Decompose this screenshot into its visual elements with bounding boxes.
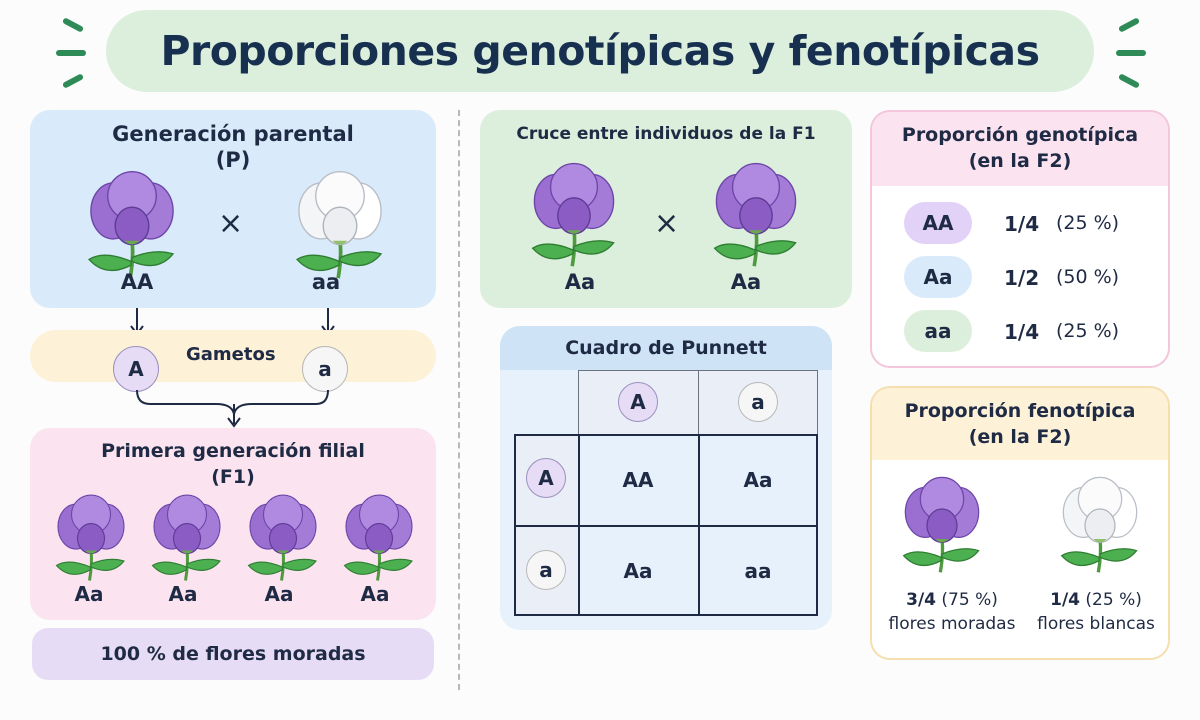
f1-cross-title: Cruce entre individuos de la F1 xyxy=(516,124,816,144)
f1-cross-right-genotype: Aa xyxy=(730,270,762,294)
punnett-row-header-A: A xyxy=(526,458,566,498)
phenotypic-title: Proporción fenotípica xyxy=(904,400,1136,422)
gametes-bracket xyxy=(136,390,329,428)
phenotypic-subtitle: (en la F2) xyxy=(968,426,1072,448)
gamete-circle-A: A xyxy=(113,346,159,392)
punnett-title: Cuadro de Punnett xyxy=(565,337,767,359)
genotype-pill-Aa: Aa xyxy=(904,256,972,298)
f1-genotype: Aa xyxy=(74,582,104,606)
purple-flower-icon xyxy=(340,492,418,582)
f1-cross-panel: Cruce entre individuos de la F1 × Aa Aa xyxy=(480,110,852,308)
f1-panel: Primera generación filial (F1) Aa Aa Aa … xyxy=(30,428,436,620)
f1-genotype: Aa xyxy=(168,582,198,606)
parental-title: Generación parental xyxy=(112,122,354,146)
white-flower-icon xyxy=(1058,474,1142,574)
punnett-header xyxy=(500,326,832,370)
purple-flower-icon xyxy=(52,492,130,582)
purple-flower-icon xyxy=(708,160,804,268)
f1-genotype: Aa xyxy=(264,582,294,606)
f1-summary: 100 % de flores moradas xyxy=(100,643,366,665)
purple-flower-icon xyxy=(82,168,182,280)
cross-symbol: × xyxy=(654,206,680,241)
punnett-grid-line xyxy=(514,525,818,527)
purple-flower-icon xyxy=(526,160,622,268)
genotype-fraction: 1/4 xyxy=(1004,320,1040,344)
title-banner: Proporciones genotípicas y fenotípicas xyxy=(106,10,1094,92)
white-fraction: 1/4 xyxy=(1050,590,1080,610)
punnett-cell: Aa xyxy=(743,467,773,492)
white-percent: (25 %) xyxy=(1085,590,1142,610)
genotype-fraction: 1/2 xyxy=(1004,266,1040,290)
sparkle-left-icon xyxy=(52,17,102,89)
white-flower-icon xyxy=(290,168,390,280)
f1-summary-panel: 100 % de flores moradas xyxy=(32,628,434,680)
genotype-pill-AA: AA xyxy=(904,202,972,244)
genotype-percent: (25 %) xyxy=(1056,212,1120,234)
parental-panel: Generación parental (P) × AA aa xyxy=(30,110,436,308)
purple-flower-icon xyxy=(244,492,322,582)
f1-title: Primera generación filial xyxy=(101,440,365,462)
white-ratio: 1/4 (25 %) xyxy=(1030,590,1162,610)
purple-flower-icon xyxy=(148,492,226,582)
page-title: Proporciones genotípicas y fenotípicas xyxy=(160,27,1040,75)
column-divider xyxy=(458,110,460,690)
purple-label: flores moradas xyxy=(888,614,1016,634)
purple-ratio: 3/4 (75 %) xyxy=(886,590,1018,610)
purple-fraction: 3/4 xyxy=(906,590,936,610)
punnett-cell: aa xyxy=(744,558,772,583)
genotypic-title: Proporción genotípica xyxy=(901,124,1139,146)
punnett-row-header-a: a xyxy=(526,550,566,590)
punnett-cell: AA xyxy=(622,467,654,492)
genotypic-subtitle: (en la F2) xyxy=(968,150,1072,172)
parental-subtitle: (P) xyxy=(215,148,251,172)
punnett-cell: Aa xyxy=(623,558,653,583)
parental-right-genotype: aa xyxy=(311,270,341,294)
punnett-col-header-a: a xyxy=(738,382,778,422)
f1-genotype: Aa xyxy=(360,582,390,606)
sparkle-right-icon xyxy=(1104,17,1154,89)
genotypic-panel: Proporción genotípica (en la F2) AA 1/4 … xyxy=(870,110,1170,368)
genotype-percent: (50 %) xyxy=(1056,266,1120,288)
genotype-fraction: 1/4 xyxy=(1004,212,1040,236)
white-label: flores blancas xyxy=(1037,614,1155,634)
cross-symbol: × xyxy=(218,206,244,241)
genotype-percent: (25 %) xyxy=(1056,320,1120,342)
gametes-panel: A Gametos a xyxy=(30,330,436,392)
phenotypic-panel: Proporción fenotípica (en la F2) 3/4 (75… xyxy=(870,386,1170,660)
purple-percent: (75 %) xyxy=(941,590,998,610)
punnett-col-header-A: A xyxy=(618,382,658,422)
f1-cross-left-genotype: Aa xyxy=(564,270,596,294)
purple-flower-icon xyxy=(900,474,984,574)
gamete-circle-a: a xyxy=(302,346,348,392)
f1-subtitle: (F1) xyxy=(211,466,255,488)
parental-left-genotype: AA xyxy=(120,270,154,294)
punnett-table: A a A a AA Aa Aa aa xyxy=(514,370,818,616)
genotypic-header xyxy=(872,112,1168,186)
genotype-pill-aa: aa xyxy=(904,310,972,352)
punnett-col-divider xyxy=(698,370,699,434)
phenotypic-header xyxy=(872,388,1168,460)
gametes-label: Gametos xyxy=(186,344,276,365)
